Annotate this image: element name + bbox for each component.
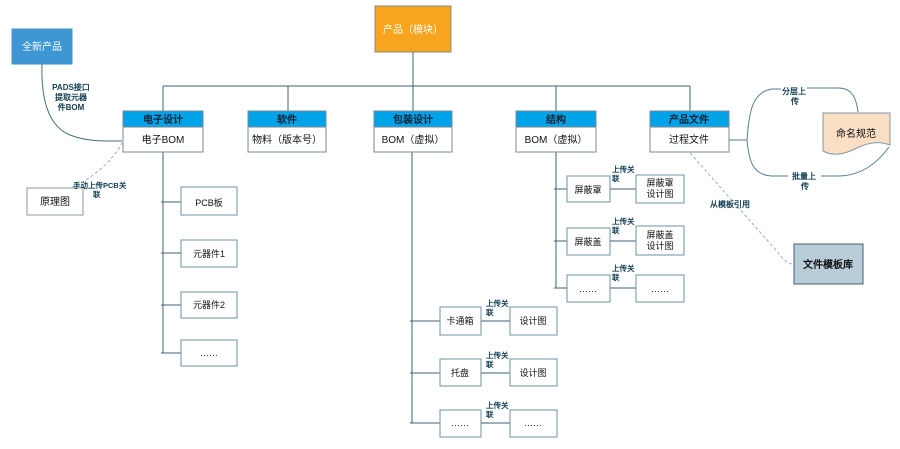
svg-text:从模板引用: 从模板引用 <box>710 199 750 209</box>
svg-text:屏蔽盖: 屏蔽盖 <box>646 229 673 240</box>
svg-text:设计图: 设计图 <box>519 315 546 326</box>
svg-text:屏蔽盖: 屏蔽盖 <box>574 236 601 247</box>
svg-text:命名规范: 命名规范 <box>836 127 876 140</box>
svg-text:传: 传 <box>790 96 799 106</box>
svg-text:电子设计: 电子设计 <box>143 113 183 126</box>
svg-text:传: 传 <box>800 181 809 191</box>
svg-text:PCB板: PCB板 <box>195 197 223 208</box>
svg-text:……: …… <box>200 348 218 358</box>
svg-text:手动上传PCB关: 手动上传PCB关 <box>73 180 127 190</box>
svg-text:文件模板库: 文件模板库 <box>803 258 853 271</box>
svg-text:件BOM: 件BOM <box>58 102 85 112</box>
svg-text:屏蔽罩: 屏蔽罩 <box>646 177 673 188</box>
svg-text:批量上: 批量上 <box>792 171 816 181</box>
svg-text:联: 联 <box>612 173 620 183</box>
svg-text:设计图: 设计图 <box>646 240 673 251</box>
svg-text:上传关: 上传关 <box>486 298 509 308</box>
svg-text:产品文件: 产品文件 <box>669 113 709 126</box>
svg-text:联: 联 <box>486 307 494 317</box>
svg-text:全新产品: 全新产品 <box>22 40 62 53</box>
svg-text:联: 联 <box>612 225 620 235</box>
svg-text:上传关: 上传关 <box>612 263 635 273</box>
svg-text:BOM（虚拟）: BOM（虚拟） <box>525 133 588 146</box>
svg-text:……: …… <box>651 284 669 294</box>
svg-text:BOM（虚拟）: BOM（虚拟） <box>382 133 445 146</box>
svg-text:联: 联 <box>486 409 494 419</box>
svg-text:联: 联 <box>93 189 101 199</box>
svg-text:上传关: 上传关 <box>612 216 635 226</box>
svg-text:过程文件: 过程文件 <box>669 133 709 146</box>
svg-text:结构: 结构 <box>546 113 566 126</box>
svg-text:卡通箱: 卡通箱 <box>446 315 473 326</box>
svg-text:物料（版本号）: 物料（版本号） <box>252 133 322 146</box>
svg-text:托盘: 托盘 <box>451 367 469 378</box>
svg-text:元器件1: 元器件1 <box>193 248 225 259</box>
svg-text:……: …… <box>451 418 469 428</box>
svg-text:原理图: 原理图 <box>40 196 70 208</box>
svg-text:设计图: 设计图 <box>646 188 673 199</box>
svg-text:屏蔽罩: 屏蔽罩 <box>574 184 601 195</box>
svg-text:提取元器: 提取元器 <box>55 92 88 102</box>
svg-text:联: 联 <box>486 359 494 369</box>
svg-text:上传关: 上传关 <box>486 400 509 410</box>
svg-text:上传关: 上传关 <box>612 164 635 174</box>
svg-text:设计图: 设计图 <box>519 367 546 378</box>
svg-text:包装设计: 包装设计 <box>393 113 433 126</box>
svg-text:电子BOM: 电子BOM <box>142 133 185 146</box>
svg-text:分层上: 分层上 <box>782 86 806 96</box>
svg-text:元器件2: 元器件2 <box>193 299 225 310</box>
svg-text:产品（模块）: 产品（模块） <box>383 23 443 36</box>
svg-text:……: …… <box>579 284 597 294</box>
svg-text:……: …… <box>524 418 542 428</box>
svg-text:PADS接口: PADS接口 <box>52 82 90 92</box>
svg-text:联: 联 <box>612 272 620 282</box>
svg-text:软件: 软件 <box>277 113 297 126</box>
svg-text:上传关: 上传关 <box>486 350 509 360</box>
